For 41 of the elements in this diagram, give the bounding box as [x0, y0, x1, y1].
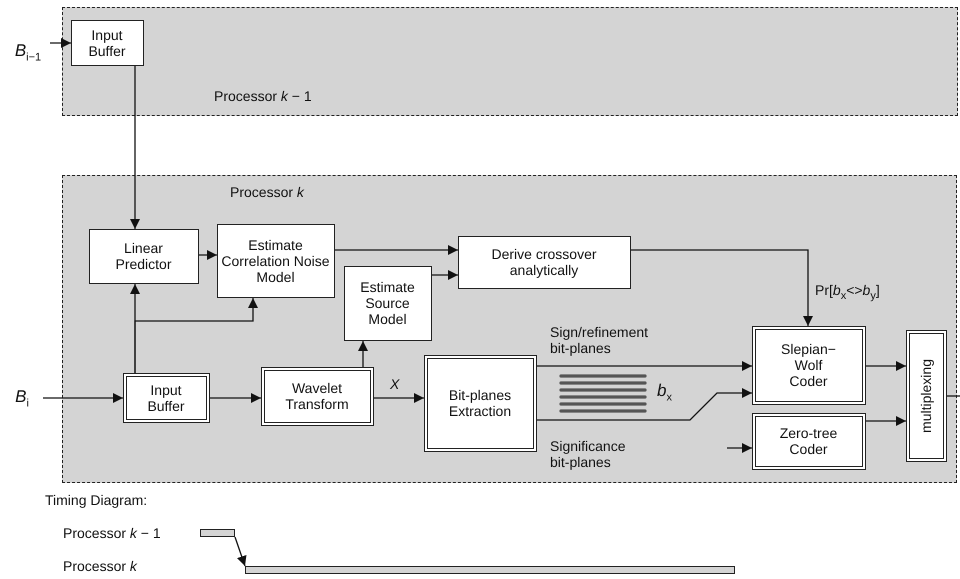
input-signal-label: B$_{i−1}$ — [6, 34, 50, 74]
arrow — [374, 393, 424, 403]
arrow — [537, 361, 752, 371]
annotation-text: Significance bit-planes — [550, 438, 626, 470]
panel-title: Processor k — [230, 184, 304, 200]
input-signal-label: B$_{i}$ — [6, 385, 38, 415]
timing-row-label: Processor k — [63, 558, 137, 574]
arrow — [199, 250, 217, 260]
arrow — [210, 393, 261, 403]
panel-title: Processor k − 1 — [214, 88, 312, 104]
process-box: Estimate Source Model — [344, 266, 432, 340]
process-box: Derive crossover analytically — [458, 236, 630, 288]
process-box: Bit-planes Extraction — [424, 354, 536, 452]
edge-label: Pr[b$_{x}$<>b$_{y}$] — [815, 282, 880, 304]
process-box: Wavelet Transform — [260, 366, 374, 426]
arrow — [537, 388, 752, 421]
timing-bar — [200, 529, 235, 537]
process-box: Slepian− Wolf Coder — [752, 326, 866, 404]
arrow — [335, 245, 458, 255]
process-box: Linear Predictor — [88, 228, 198, 284]
arrow — [43, 393, 123, 403]
timing-bar — [245, 566, 735, 574]
arrow — [234, 536, 246, 566]
arrow — [866, 361, 906, 371]
section-title: Timing Diagram: — [45, 492, 148, 508]
arrow — [631, 249, 813, 326]
arrow — [432, 270, 458, 280]
bit-plane-label: b$_{x}$ — [657, 383, 672, 406]
process-box: Input Buffer — [122, 372, 210, 422]
arrow — [727, 443, 752, 453]
arrow — [866, 416, 906, 426]
process-box: Zero-tree Coder — [752, 412, 866, 470]
process-box: Estimate Correlation Noise Model — [216, 224, 334, 298]
arrow — [134, 298, 258, 373]
timing-row-label: Processor k − 1 — [63, 525, 161, 541]
process-box: Input Buffer — [70, 20, 144, 66]
arrow — [50, 38, 71, 48]
arrow — [130, 66, 140, 229]
arrow — [358, 341, 368, 367]
process-box: multiplexing — [906, 330, 946, 462]
edge-label: X — [390, 376, 400, 392]
